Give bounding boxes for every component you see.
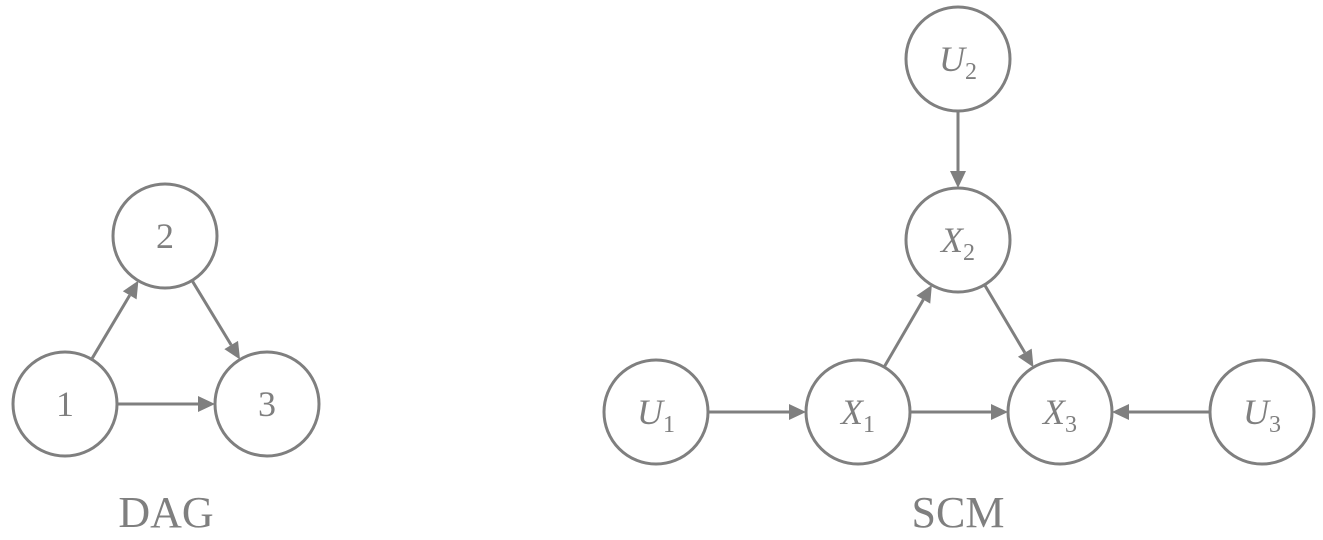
scm-node-U2: U2 bbox=[904, 5, 1012, 113]
scm-node-circle bbox=[904, 5, 1012, 113]
dag-node-circle bbox=[11, 350, 119, 458]
scm-arrowhead-1 bbox=[789, 404, 806, 420]
scm-arrowhead-0 bbox=[950, 171, 966, 188]
dag-node-label: 1 bbox=[56, 384, 74, 424]
dag-arrowhead-0 bbox=[122, 280, 139, 300]
scm-node-U1: U1 bbox=[602, 358, 710, 466]
scm-node-circle bbox=[1208, 358, 1316, 466]
scm-node-label: U2 bbox=[939, 39, 977, 85]
scm-node-label: X3 bbox=[1041, 392, 1077, 438]
scm-node-X3: X3 bbox=[1006, 358, 1114, 466]
scm-node-label: U3 bbox=[1243, 392, 1281, 438]
dag-node-3: 3 bbox=[213, 350, 321, 458]
scm-node-label: U1 bbox=[637, 392, 675, 438]
scm-node-X2: X2 bbox=[904, 186, 1012, 294]
scm-node-label: X1 bbox=[839, 392, 875, 438]
scm-edge-2 bbox=[882, 298, 925, 368]
dag-caption: DAG bbox=[118, 488, 213, 537]
dag-edge-0 bbox=[90, 294, 131, 361]
scm-arrowhead-5 bbox=[1112, 404, 1129, 420]
dag-arrowhead-2 bbox=[198, 396, 215, 412]
scm-node-label: X2 bbox=[939, 220, 975, 266]
scm-edge-3 bbox=[983, 283, 1027, 354]
dag-node-label: 3 bbox=[258, 384, 276, 424]
scm-node-U3: U3 bbox=[1208, 358, 1316, 466]
dag-arrowhead-1 bbox=[224, 340, 241, 360]
scm-node-circle bbox=[1006, 358, 1114, 466]
scm-caption: SCM bbox=[912, 488, 1005, 537]
scm-node-circle bbox=[804, 358, 912, 466]
scm-arrowhead-4 bbox=[991, 404, 1008, 420]
dag-node-2: 2 bbox=[111, 182, 219, 290]
dag-edge-1 bbox=[190, 279, 233, 346]
dag-node-label: 2 bbox=[156, 216, 174, 256]
scm-node-circle bbox=[904, 186, 1012, 294]
scm-node-circle bbox=[602, 358, 710, 466]
scm-node-X1: X1 bbox=[804, 358, 912, 466]
scm-arrowhead-2 bbox=[916, 284, 932, 304]
scm-arrowhead-3 bbox=[1017, 348, 1034, 368]
dag-node-1: 1 bbox=[11, 350, 119, 458]
dag-diagram: 1 2 3 bbox=[11, 182, 321, 458]
dag-node-circle bbox=[111, 182, 219, 290]
dag-node-circle bbox=[213, 350, 321, 458]
